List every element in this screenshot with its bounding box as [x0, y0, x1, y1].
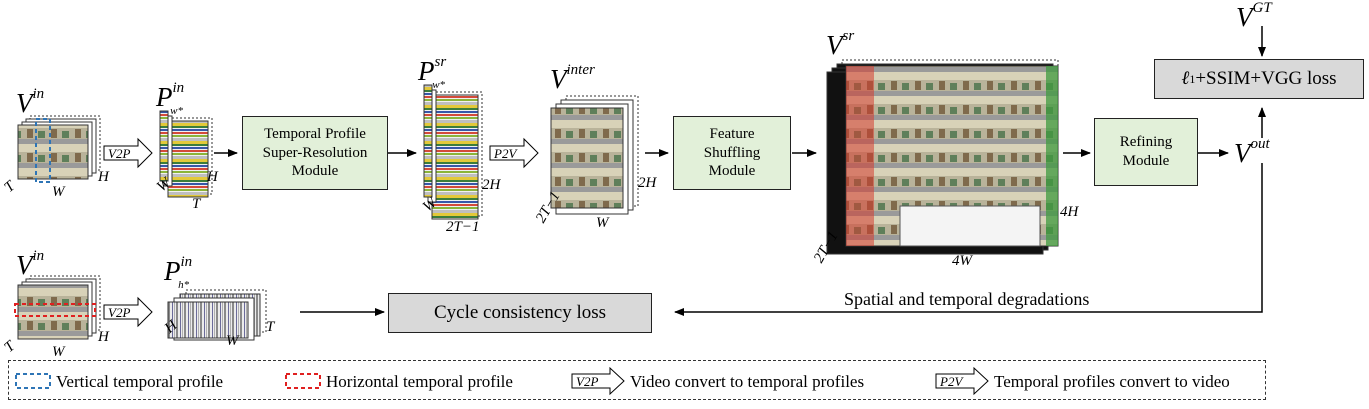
legend-vertical-text: Vertical temporal profile — [56, 372, 224, 391]
dim-w-vin-row2: W — [52, 344, 65, 360]
degradation-label: Spatial and temporal degradations — [844, 289, 1090, 309]
p-sr-stack — [423, 84, 483, 220]
v-sr-label: Vsr — [826, 28, 855, 60]
v-out-label: Vout — [1234, 136, 1270, 168]
dim-2h-vinter: 2H — [638, 175, 657, 191]
loss-rest: +SSIM+VGG loss — [1195, 68, 1337, 90]
dim-4h-vsr: 4H — [1060, 204, 1079, 220]
legend-horizontal-text: Horizontal temporal profile — [326, 372, 513, 391]
dim-h-pw: H — [207, 169, 218, 185]
dim-4w-vsr: 4W — [952, 253, 972, 269]
dim-w-ph: W — [226, 333, 239, 349]
cycle-loss-label: Cycle consistency loss — [433, 302, 607, 324]
v2p-label-row1: V2P — [108, 146, 131, 161]
p-h-label: Pinh* — [164, 254, 193, 291]
legend-p2v-icon — [935, 366, 989, 396]
tpsr-line1: Temporal Profile — [264, 125, 366, 142]
p-w-label: Pinw* — [156, 80, 185, 117]
feature-shuffling-module: Feature Shuffling Module — [673, 116, 791, 190]
p-w-stack — [159, 110, 213, 198]
dim-t-ph: T — [266, 319, 275, 335]
legend-v2p-icon-label: V2P — [576, 374, 599, 389]
cycle-consistency-loss-box: Cycle consistency loss — [388, 293, 652, 333]
dim-t-pw: T — [192, 196, 201, 212]
dim-2h-psr: 2H — [482, 177, 501, 193]
loss-ell-sub: 1 — [1189, 71, 1196, 86]
legend-horizontal-swatch — [285, 373, 321, 389]
dim-h-vin-row2: H — [98, 329, 109, 345]
dim-2t-psr: 2T−1 — [446, 219, 480, 235]
refining-line1: Refining — [1119, 134, 1173, 151]
legend-v2p-icon — [571, 366, 625, 396]
v-in-stack — [17, 115, 101, 183]
feature-line1: Feature — [709, 125, 755, 142]
dim-w-vin: W — [52, 184, 65, 200]
legend-vertical-swatch — [15, 373, 51, 389]
v-sr-stack — [826, 59, 1059, 255]
tpsr-line3: Module — [291, 163, 339, 180]
dim-w-vinter: W — [596, 215, 609, 231]
refining-line2: Module — [1122, 153, 1170, 169]
legend-p2v-icon-label: P2V — [940, 374, 963, 389]
p2v-label: P2V — [494, 146, 517, 161]
v2p-arrow-row1 — [103, 137, 153, 169]
p-h-stack — [167, 289, 267, 341]
v-in-stack-row2 — [14, 275, 101, 340]
tpsr-module: Temporal Profile Super-Resolution Module — [242, 116, 388, 190]
v-inter-label: Vinter — [550, 62, 595, 94]
v-inter-stack — [550, 95, 639, 215]
v2p-label-row2: V2P — [108, 305, 131, 320]
v-gt-label: VGT — [1236, 0, 1272, 32]
legend-box — [8, 360, 1266, 400]
v-in-label: Vin — [16, 86, 45, 118]
v-in-label-row2: Vin — [16, 248, 45, 280]
dim-h-vin: H — [98, 169, 109, 185]
p-sr-label: Psrw* — [418, 54, 447, 91]
p2v-arrow — [489, 137, 539, 169]
refining-module: Refining Module — [1094, 118, 1198, 186]
feature-line3: Module — [708, 163, 756, 180]
loss-ell: ℓ — [1181, 68, 1190, 90]
v2p-arrow-row2 — [103, 296, 153, 328]
feature-line2: Shuffling — [703, 144, 761, 161]
tpsr-line2: Super-Resolution — [262, 144, 368, 161]
legend-p2v-text: Temporal profiles convert to video — [994, 372, 1230, 391]
legend-v2p-text: Video convert to temporal profiles — [630, 372, 865, 391]
